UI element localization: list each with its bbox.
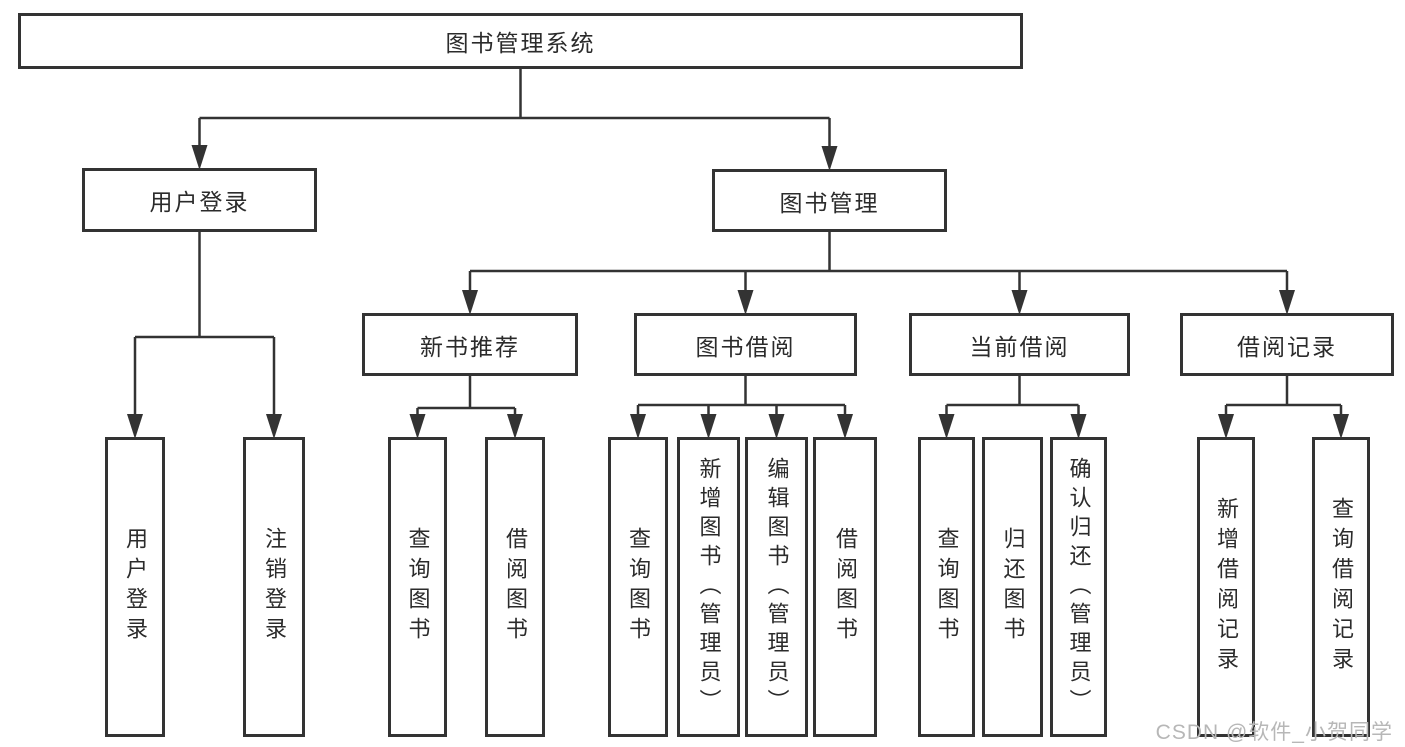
leaf-query-books-current: 查询图书 bbox=[918, 437, 975, 737]
leaf-confirm-return-admin: 确认归还（管理员） bbox=[1050, 437, 1107, 737]
leaf-add-book-admin: 新增图书（管理员） bbox=[677, 437, 740, 737]
connector-paths bbox=[133, 69, 1343, 418]
leaf-return-books: 归还图书 bbox=[982, 437, 1043, 737]
node-user-login: 用户登录 bbox=[82, 168, 317, 232]
leaf-add-borrow-record: 新增借阅记录 bbox=[1197, 437, 1255, 737]
leaf-edit-book-admin: 编辑图书（管理员） bbox=[745, 437, 808, 737]
leaf-query-books-recommend: 查询图书 bbox=[388, 437, 447, 737]
node-root: 图书管理系统 bbox=[18, 13, 1023, 69]
leaf-logout: 注销登录 bbox=[243, 437, 305, 737]
leaf-user-login: 用户登录 bbox=[105, 437, 165, 737]
node-book-borrow: 图书借阅 bbox=[634, 313, 857, 376]
leaf-borrow-books-recommend: 借阅图书 bbox=[485, 437, 545, 737]
node-book-management: 图书管理 bbox=[712, 169, 947, 232]
leaf-borrow-books: 借阅图书 bbox=[813, 437, 877, 737]
leaf-query-books-borrow: 查询图书 bbox=[608, 437, 668, 737]
arrowheads bbox=[127, 145, 1349, 439]
node-borrow-records: 借阅记录 bbox=[1180, 313, 1394, 376]
leaf-query-borrow-record: 查询借阅记录 bbox=[1312, 437, 1370, 737]
node-new-book-recommend: 新书推荐 bbox=[362, 313, 578, 376]
csdn-watermark: CSDN @软件_小贺同学 bbox=[1155, 721, 1393, 744]
node-current-borrow: 当前借阅 bbox=[909, 313, 1130, 376]
